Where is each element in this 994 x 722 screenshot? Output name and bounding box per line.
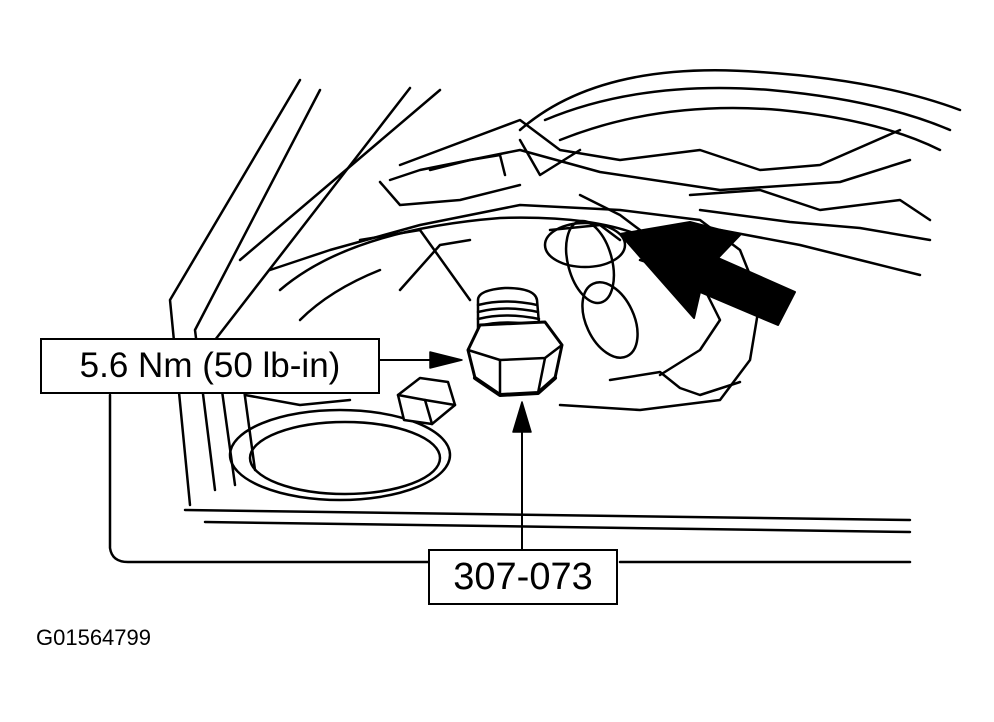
transmission-case [378, 69, 962, 277]
filter-oval [228, 408, 452, 502]
tool-part-number-label: 307-073 [428, 549, 618, 605]
hex-plug-icon [466, 286, 564, 397]
small-hex-bolt [396, 376, 457, 426]
torque-leader [379, 351, 463, 369]
housing-outline [108, 78, 912, 564]
part-leader [512, 401, 532, 550]
torque-spec-label: 5.6 Nm (50 lb-in) [40, 338, 380, 394]
fill-plug-opening [543, 219, 639, 359]
tool-part-number-text: 307-073 [453, 555, 593, 598]
torque-spec-text: 5.6 Nm (50 lb-in) [79, 346, 341, 385]
figure-identifier: G01564799 [36, 625, 151, 650]
bold-arrow-icon [619, 221, 796, 326]
